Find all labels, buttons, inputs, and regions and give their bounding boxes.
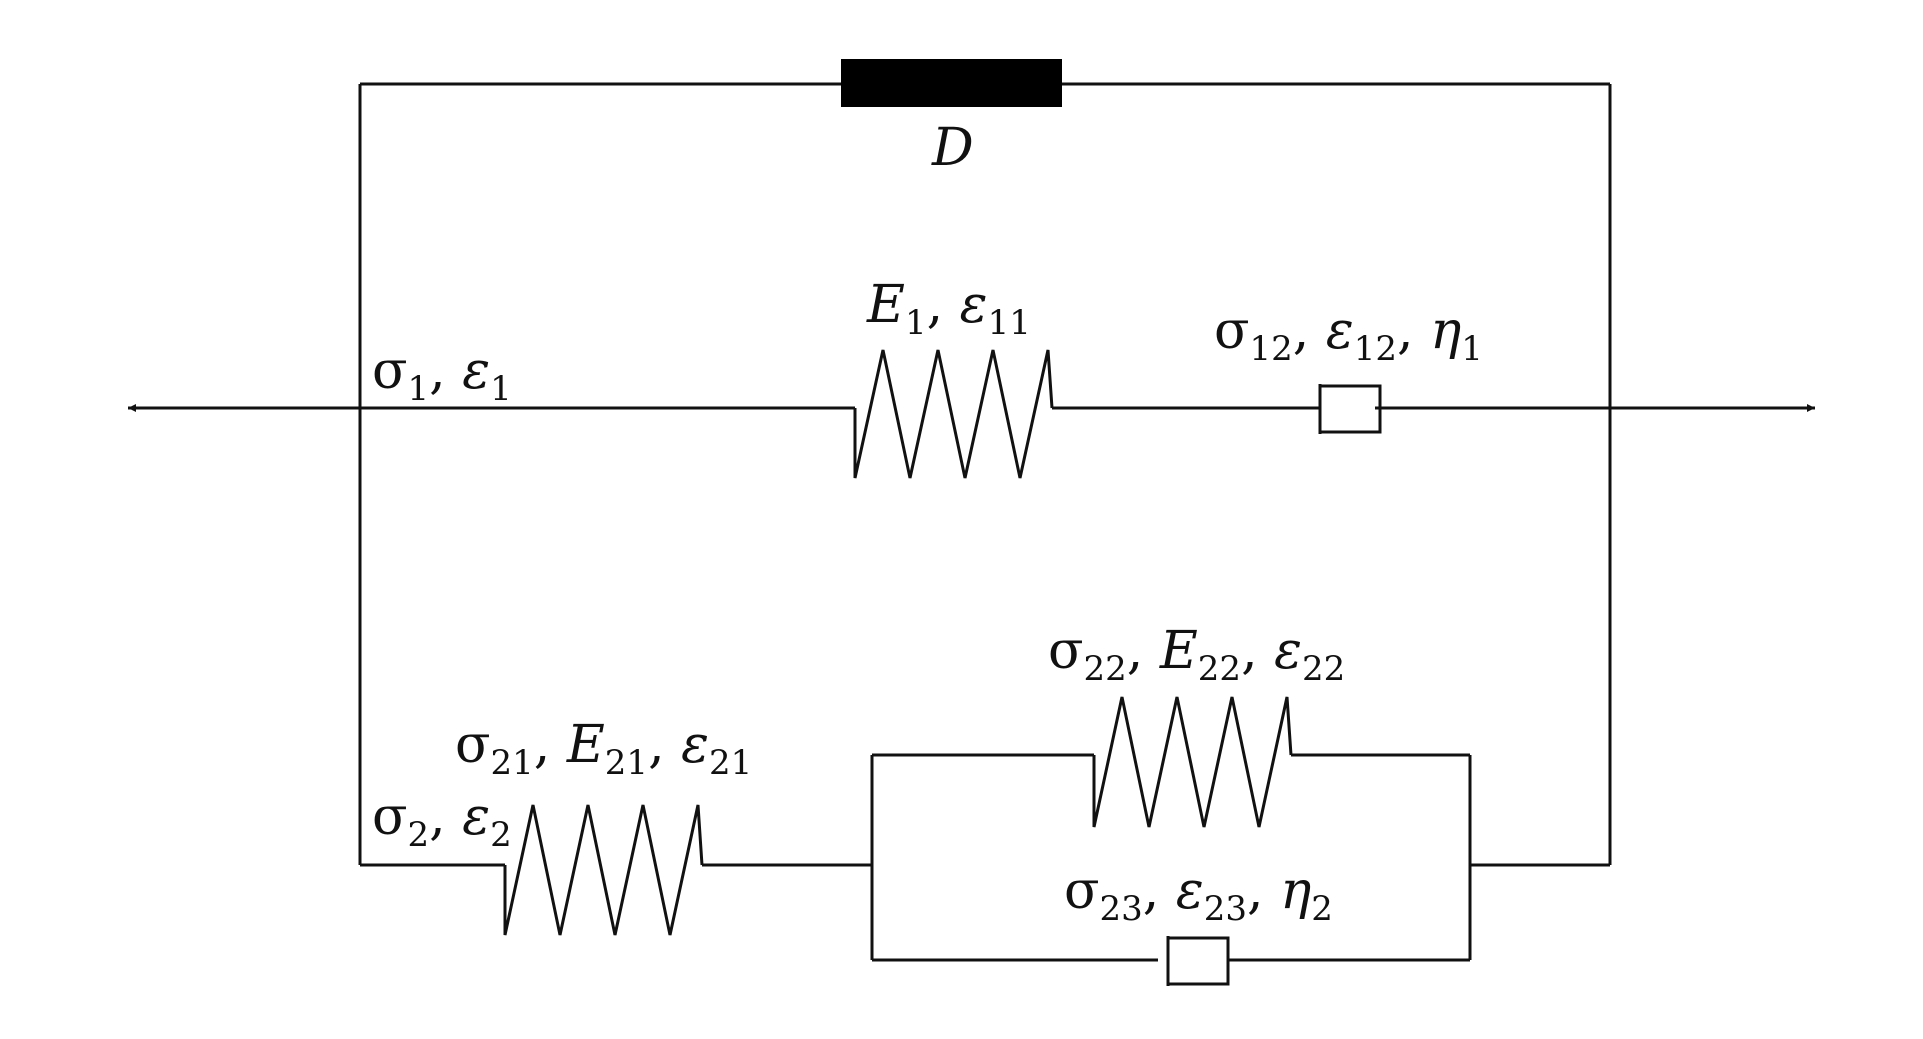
dashpot-cylinder <box>1166 936 1230 986</box>
branch2-node-label: σ2, ε2 <box>372 787 512 855</box>
spring-e22-label: σ22, E22, ε22 <box>1048 621 1345 689</box>
dashpot-eta1 <box>1308 384 1382 434</box>
damage-label: D <box>931 118 974 178</box>
spring-e22 <box>1092 696 1293 828</box>
branch1 <box>128 349 1815 479</box>
spring-e21-label: σ21, E21, ε21 <box>455 715 752 783</box>
branch1-node-label: σ1, ε1 <box>372 341 512 409</box>
dashpot-eta2-label: σ23, ε23, η2 <box>1064 861 1333 929</box>
branch2 <box>360 696 1610 986</box>
dashpot-eta2 <box>1166 936 1230 986</box>
damage-element <box>841 59 1062 107</box>
spring-e1 <box>853 349 1054 479</box>
outer-frame <box>358 82 1612 865</box>
spring-e21 <box>503 804 704 936</box>
dashpot-eta1-label: σ12, ε12, η1 <box>1214 301 1483 369</box>
dashpot-cylinder <box>1318 384 1382 434</box>
spring-e1-label: E1, ε11 <box>866 275 1031 343</box>
